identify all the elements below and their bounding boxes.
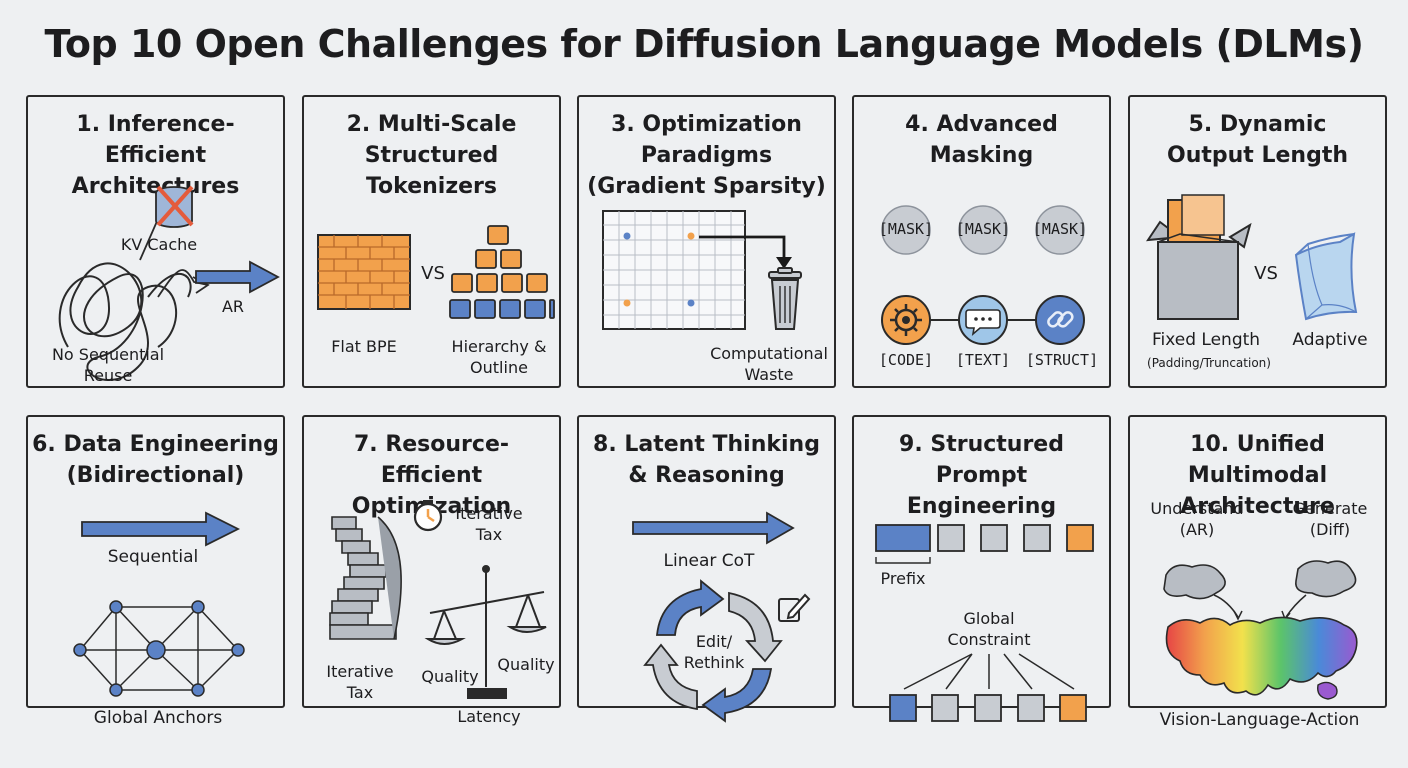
panel-latent-thinking: 8. Latent Thinking & Reasoning Linear Co…: [577, 415, 836, 723]
panel-illustration: [329, 500, 547, 699]
hierarchy-label: Hierarchy & Outline: [451, 337, 547, 377]
code-token-label: [CODE]: [878, 351, 934, 369]
panel-illustration: [602, 210, 802, 330]
link-icon: [1035, 295, 1085, 345]
page-title: Top 10 Open Challenges for Diffusion Lan…: [44, 22, 1364, 66]
flat-bpe-label: Flat BPE: [331, 337, 397, 356]
global-anchors-label: Global Anchors: [93, 708, 223, 728]
global-constraint-label: Global Constraint: [947, 609, 1031, 649]
panel-tokenizers: 2. Multi-Scale Structured Tokenizers VS …: [302, 95, 561, 388]
cycle-arrows-icon: [643, 579, 783, 723]
stopwatch-icon: [413, 500, 443, 532]
sequential-label: Sequential: [107, 547, 199, 567]
computational-waste-label: Computational Waste: [710, 344, 828, 384]
panel-illustration: [317, 225, 555, 319]
panel-title: 8. Latent Thinking & Reasoning: [593, 432, 820, 488]
sequential-arrow: [81, 511, 241, 547]
vs-label: VS: [1254, 263, 1278, 284]
iterative-tax-label: Iterative Tax: [326, 662, 394, 702]
panel-illustration: [875, 524, 1094, 722]
panel-title: 4. Advanced Masking: [905, 112, 1058, 168]
panel-unified-multimodal: 10. Unified Multimodal Architecture Unde…: [1128, 415, 1387, 730]
panel-advanced-masking: 4. Advanced Masking [MASK] [MASK] [MASK]…: [852, 95, 1111, 388]
no-reuse-label: No Sequential Reuse: [51, 345, 165, 385]
ar-label: AR: [221, 297, 245, 316]
mask-token-3: [MASK]: [1032, 220, 1088, 238]
vs-label: VS: [421, 263, 445, 284]
adaptive-cube-icon: [1294, 232, 1358, 321]
panel-data-engineering: 6. Data Engineering (Bidirectional) Sequ…: [26, 415, 285, 728]
mask-token-1: [MASK]: [878, 220, 934, 238]
ar-arrow: [195, 260, 280, 294]
panel-illustration: [1146, 194, 1358, 321]
vla-label: Vision-Language-Action: [1159, 710, 1360, 730]
panel-optimization-paradigms: 3. Optimization Paradigms (Gradient Spar…: [577, 95, 836, 388]
linear-cot-arrow: [632, 511, 795, 545]
world-map-icon: [1165, 616, 1358, 696]
panel-illustration: [881, 205, 1085, 345]
prefix-label: Prefix: [880, 569, 926, 588]
linear-cot-label: Linear CoT: [663, 551, 755, 571]
iterative-tax-top-label: Iterative Tax: [455, 504, 523, 544]
panel-resource-efficient: 7. Resource-Efficient Optimization: [302, 415, 561, 726]
sparse-grid-icon: [602, 210, 746, 330]
panel-title: 10. Unified Multimodal Architecture: [1180, 432, 1335, 519]
understand-label: Understand (AR): [1150, 499, 1244, 539]
quality-left-label: Quality: [421, 667, 479, 686]
database-icon: [155, 185, 194, 228]
hierarchy-blocks-icon: [449, 225, 555, 319]
panel-title: 5. Dynamic Output Length: [1167, 112, 1348, 168]
kv-cache-label: KV Cache: [120, 235, 198, 254]
balance-scale-icon: [424, 565, 547, 699]
panel-prompt-engineering: 9. Structured Prompt Engineering Prefix …: [852, 415, 1111, 722]
text-token-label: [TEXT]: [955, 351, 1011, 369]
panel-illustration: [632, 511, 811, 723]
brick-wall-icon: [317, 234, 411, 310]
generate-label: Generate (Diff): [1292, 499, 1368, 539]
panel-title: 2. Multi-Scale Structured Tokenizers: [346, 112, 517, 199]
panel-illustration: [73, 511, 245, 697]
edit-rethink-label: Edit/ Rethink: [683, 632, 745, 672]
tangle-icon: [58, 262, 192, 381]
panel-title: 6. Data Engineering (Bidirectional): [32, 432, 279, 488]
prefix-sequence-icon: [875, 524, 1094, 564]
spiral-staircase-icon: [329, 516, 402, 640]
panel-title: 3. Optimization Paradigms (Gradient Spar…: [587, 112, 826, 199]
panel-illustration: [1163, 560, 1358, 700]
latency-label: Latency: [457, 707, 521, 726]
fixed-length-sub-label: (Padding/Truncation): [1147, 356, 1271, 370]
graph-network-icon: [79, 606, 239, 691]
panel-dynamic-output: 5. Dynamic Output Length VS Fixed Length…: [1128, 95, 1387, 388]
mask-token-2: [MASK]: [955, 220, 1011, 238]
constraint-arrows: [903, 653, 1075, 690]
trash-icon: [768, 267, 802, 330]
fixed-length-label: Fixed Length: [1151, 330, 1261, 350]
panel-title: 7. Resource-Efficient Optimization: [352, 432, 511, 519]
gear-icon: [881, 295, 931, 345]
edit-icon: [778, 593, 811, 622]
struct-token-label: [STRUCT]: [1025, 351, 1099, 369]
adaptive-label: Adaptive: [1292, 330, 1368, 350]
panel-inference-efficient: 1. Inference-Efficient Architectures KV …: [26, 95, 285, 388]
quality-right-label: Quality: [497, 655, 555, 674]
fixed-box-icon: [1146, 194, 1252, 320]
panel-title: 9. Structured Prompt Engineering: [899, 432, 1064, 519]
understand-blob-icon: [1163, 564, 1226, 600]
panel-title: 1. Inference-Efficient Architectures: [71, 112, 240, 199]
generate-blob-icon: [1295, 560, 1357, 598]
chat-bubble-icon: [958, 295, 1008, 345]
panel-illustration: [58, 185, 280, 381]
